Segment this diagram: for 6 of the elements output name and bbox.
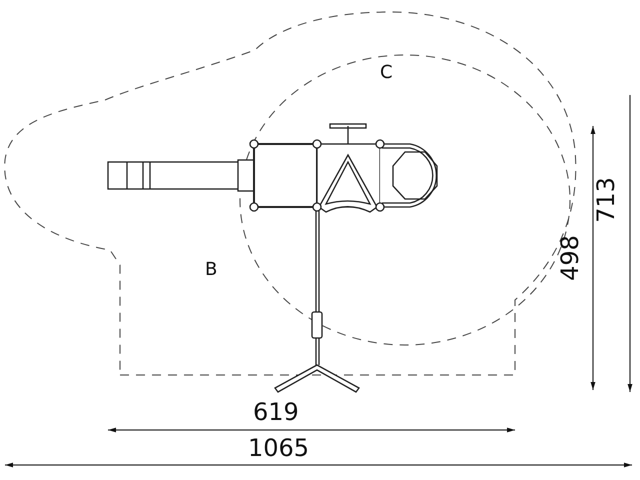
zone-label: B [205, 261, 218, 279]
dimension-label: 498 [558, 235, 582, 281]
zone-label: C [380, 64, 393, 82]
dimension-label: 1065 [248, 436, 310, 460]
dimension-label: 713 [594, 177, 618, 223]
dimension-label: 619 [253, 400, 299, 424]
